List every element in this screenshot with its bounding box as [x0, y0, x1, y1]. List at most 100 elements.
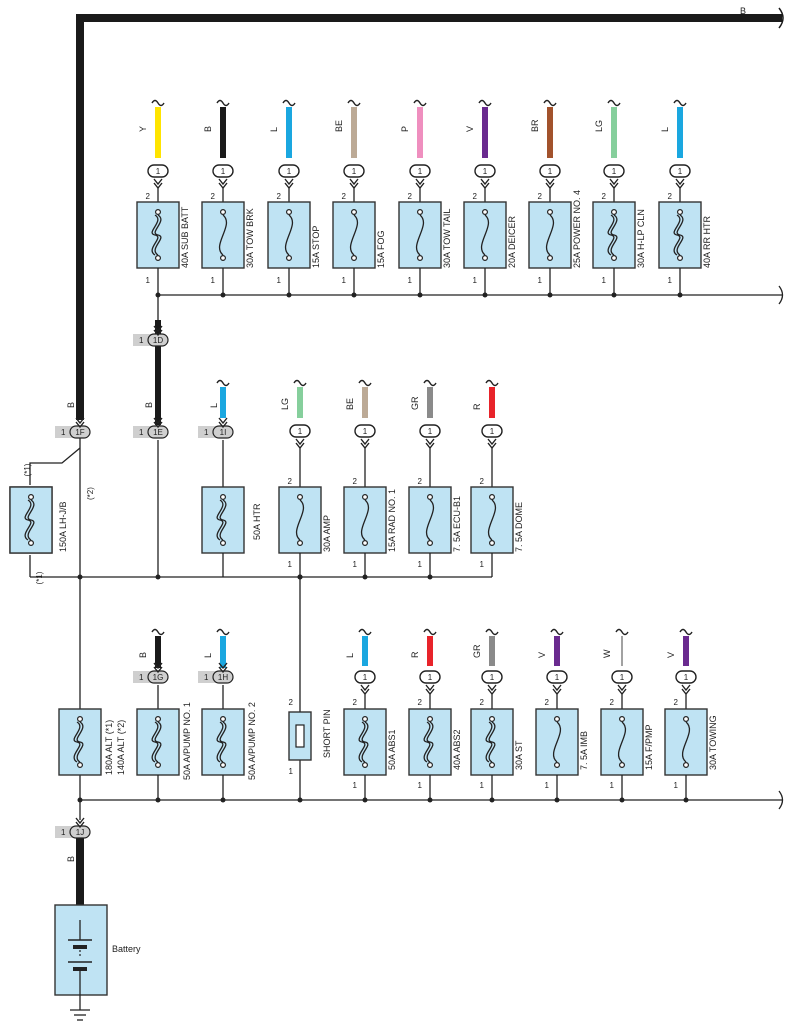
connector-arrow — [681, 684, 691, 692]
wire-color-label: P — [400, 126, 410, 132]
connector-arrow — [617, 684, 627, 692]
fuse-terminal — [427, 715, 434, 722]
alt-fuse: 180A ALT (*1)140A ALT (*2) — [58, 708, 126, 803]
connector-pin: 1 — [204, 673, 209, 682]
fuse-symbol — [295, 499, 305, 541]
connector-pill — [603, 164, 625, 178]
connector-pill — [474, 164, 496, 178]
wire-color-label: GR — [410, 396, 420, 410]
fusible-link-symbol — [27, 499, 35, 541]
fuse-symbol — [617, 721, 627, 763]
connector-arrow — [349, 178, 359, 186]
note-label: (*1) — [35, 571, 44, 584]
wire-break-symbol — [550, 628, 564, 636]
connector-label: 1J — [76, 828, 84, 837]
fusible-link-symbol — [24, 499, 32, 541]
connector-pin-tab — [133, 426, 153, 438]
main-b-wire — [76, 14, 782, 420]
fuse-symbol — [360, 499, 370, 541]
connector-label: 1 — [298, 427, 303, 436]
wire-color-label: R — [410, 651, 420, 658]
fuse-symbol — [415, 214, 425, 256]
connector-arrow — [218, 421, 228, 429]
pin-number: 2 — [418, 477, 423, 486]
connector-label: 1 — [428, 427, 433, 436]
wire-color-label: R — [472, 403, 482, 410]
pin-number: 2 — [545, 698, 550, 707]
fuse-terminal — [489, 761, 496, 768]
wire-color-label: W — [602, 649, 612, 658]
junction-dot — [77, 797, 83, 803]
fuse-terminal — [682, 761, 689, 768]
fuse-rating: 20A DEICER — [507, 215, 517, 268]
pin-number: 1 — [610, 781, 615, 790]
wire-color-label: LG — [280, 398, 290, 410]
fuse-terminal — [362, 761, 369, 768]
fuse-terminal — [553, 715, 560, 722]
pin-number: 2 — [538, 192, 543, 201]
fuse-terminal — [76, 715, 83, 722]
pin-number: 1 — [480, 781, 485, 790]
wire-color-label: L — [269, 127, 279, 132]
fuse-terminal — [482, 255, 489, 262]
connector-pill — [675, 670, 697, 684]
fuse-terminal — [155, 209, 162, 216]
fuse-terminal — [610, 255, 617, 262]
fusible-link-symbol — [216, 499, 224, 541]
junction-dot — [297, 574, 303, 580]
fuse-rating: 140A ALT (*2) — [116, 720, 126, 775]
pin-number: 2 — [480, 698, 485, 707]
connector-pill — [611, 670, 633, 684]
connector-arrow — [360, 684, 370, 692]
connector-arrow — [360, 438, 370, 446]
junction-dot — [362, 797, 368, 803]
junction-dot — [155, 574, 161, 580]
fuse-symbol — [487, 499, 497, 541]
fuse-rating: 50A HTR — [252, 503, 262, 540]
fusible-link-symbol — [151, 721, 159, 763]
fusible-link-symbol — [219, 499, 227, 541]
fuse-rating: 40A ABS2 — [452, 729, 462, 770]
fuse-terminal — [220, 494, 227, 501]
junction-dot — [427, 574, 433, 580]
fuse-terminal — [362, 715, 369, 722]
pin-number: 1 — [289, 767, 294, 776]
connector-pin: 1 — [139, 673, 144, 682]
fusible-link-symbol — [426, 721, 434, 763]
fusible-link-symbol — [73, 721, 81, 763]
pin-number: 1 — [473, 276, 478, 285]
junction-dot — [417, 292, 423, 298]
short-pin-element — [295, 724, 305, 748]
fusible-link-symbol — [423, 721, 431, 763]
fuse-terminal — [610, 209, 617, 216]
wire-color-label: BE — [345, 398, 355, 410]
fuse-rating: 15A RAD NO. 1 — [387, 489, 397, 552]
fuse-terminal — [417, 255, 424, 262]
fuse-terminal — [220, 255, 227, 262]
junction-dot — [427, 797, 433, 803]
connector-label: 1 — [490, 673, 495, 682]
connector-arrow — [153, 666, 163, 674]
wire-color-label: L — [345, 653, 355, 658]
connector-pin: 1 — [139, 336, 144, 345]
fuse-terminal — [427, 761, 434, 768]
connector-arrow — [218, 417, 228, 425]
fuse-symbol — [545, 214, 555, 256]
connector-label: 1 — [490, 427, 495, 436]
main-wire-color-label: B — [740, 6, 746, 16]
pin-number: 1 — [480, 560, 485, 569]
fuse-terminal — [286, 255, 293, 262]
connector-arrow — [545, 178, 555, 186]
junction-dot — [677, 292, 683, 298]
fuse-terminal — [482, 209, 489, 216]
wire-break-symbol — [216, 379, 230, 387]
pin-number: 1 — [146, 276, 151, 285]
battery-box — [54, 904, 108, 996]
pin-number: 2 — [473, 192, 478, 201]
